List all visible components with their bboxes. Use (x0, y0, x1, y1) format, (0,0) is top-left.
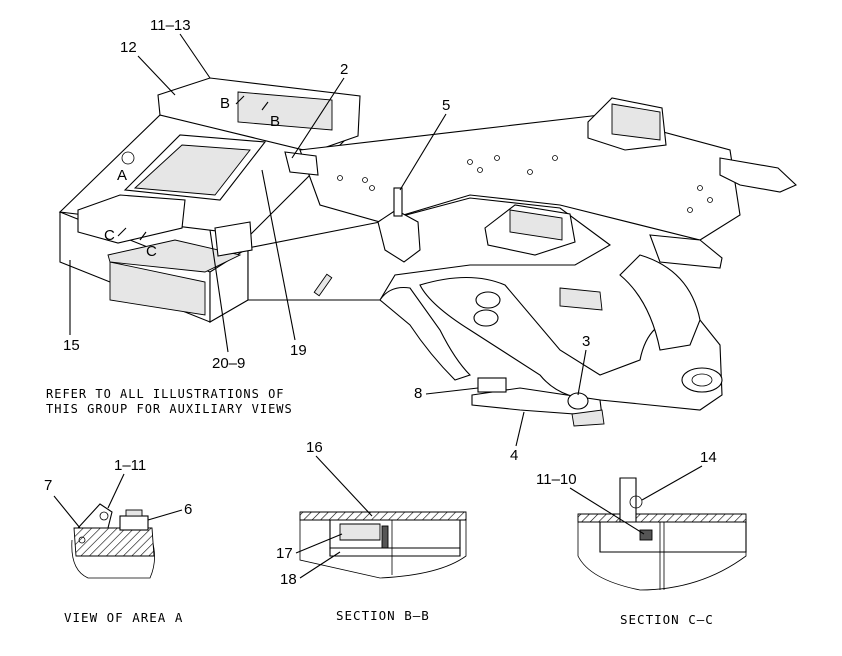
lower-plate (571, 409, 605, 427)
view-a-plate (73, 527, 155, 557)
section-b-lower-18 (329, 547, 461, 557)
area-a-marker-icon (121, 151, 135, 165)
callout-4: 4 (510, 447, 518, 464)
front-mount-pad-face (611, 103, 661, 141)
callout-17: 17 (276, 545, 293, 562)
arch-pivot-boss (681, 367, 723, 393)
callout-11-13: 11–13 (150, 17, 191, 34)
bolt-holes (337, 155, 713, 213)
view-a-pin-6 (119, 515, 149, 531)
pivot-boss-upper (475, 291, 501, 309)
pin-3 (567, 392, 589, 410)
section-mark-c-left: C (104, 227, 115, 244)
caption-section-bb: SECTION B–B (336, 608, 430, 623)
section-c-body (599, 521, 747, 553)
front-right-bracket (719, 157, 797, 193)
note-line-2: THIS GROUP FOR AUXILIARY VIEWS (46, 402, 293, 416)
callout-18: 18 (280, 571, 297, 588)
view-of-area-a: 1–11 7 6 VIEW OF AREA A (44, 457, 192, 625)
callout-7: 7 (44, 477, 52, 494)
callout-19: 19 (290, 342, 307, 359)
note-line-1: REFER TO ALL ILLUSTRATIONS OF (46, 387, 285, 401)
section-b-b: 16 17 18 SECTION B–B (276, 439, 467, 623)
arch-inner-bracket (559, 287, 603, 311)
section-mark-b-right: B (270, 113, 280, 130)
section-mark-c-right: C (146, 243, 157, 260)
section-b-insert-17 (339, 523, 381, 541)
section-c-c: 14 11–10 SECTION C–C (536, 449, 747, 627)
callout-15: 15 (63, 337, 80, 354)
view-a-bracket-7 (76, 503, 113, 529)
callout-6: 6 (184, 501, 192, 518)
callout-14: 14 (700, 449, 717, 466)
cover-plate-12-lid (237, 91, 333, 131)
front-right-ear (649, 234, 723, 269)
callout-16: 16 (306, 439, 323, 456)
callout-5: 5 (442, 97, 450, 114)
middle-mount-pad-face (509, 209, 563, 241)
section-c-nut (639, 529, 653, 541)
section-c-bracket-hole (629, 495, 643, 509)
view-a-outline (71, 539, 155, 579)
pivot-boss-lower (473, 309, 499, 327)
caption-section-cc: SECTION C–C (620, 612, 714, 627)
section-c-outline (577, 515, 747, 591)
callout-3: 3 (582, 333, 590, 350)
section-b-outline (299, 513, 467, 579)
bracket-5-post (393, 187, 403, 217)
rod-small (313, 273, 333, 297)
rear-lower-box (109, 261, 206, 316)
section-b-plate-top (299, 511, 467, 521)
bracket-20 (214, 221, 253, 257)
bracket-2 (284, 151, 319, 176)
callout-2: 2 (340, 61, 348, 78)
section-mark-b-left: B (220, 95, 230, 112)
rear-upright-arch (379, 286, 472, 381)
section-c-plate-top (577, 513, 747, 523)
main-callouts: 11–13 12 2 5 15 20–9 19 3 8 4 (63, 17, 590, 464)
callout-12: 12 (120, 39, 137, 56)
front-cover-box (107, 239, 242, 273)
main-frame-drawing (58, 77, 797, 427)
reference-note: REFER TO ALL ILLUSTRATIONS OF THIS GROUP… (46, 387, 293, 416)
caption-view-a: VIEW OF AREA A (64, 610, 183, 625)
callout-20-9: 20–9 (212, 355, 245, 372)
callout-8: 8 (414, 385, 422, 402)
block-8 (477, 377, 507, 393)
arch-right-leg (619, 254, 701, 351)
callout-1-11: 1–11 (114, 457, 146, 474)
section-b-bolt (381, 525, 389, 549)
section-markers: B B C C A (104, 95, 280, 260)
callout-11-10: 11–10 (536, 471, 577, 488)
area-mark-a: A (117, 167, 127, 184)
front-cover-plate (77, 194, 186, 244)
deck-cutout-inner (133, 144, 251, 196)
